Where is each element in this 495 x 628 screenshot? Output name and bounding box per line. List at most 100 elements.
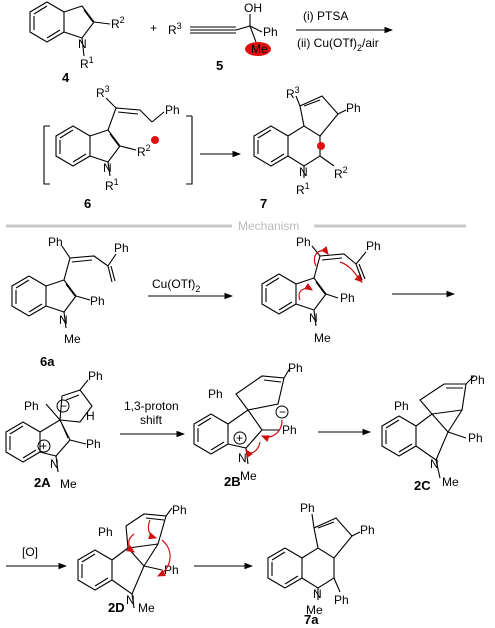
plus-sign: + xyxy=(150,21,157,35)
ph-label-2A-3: Ph xyxy=(86,437,101,451)
ph-label-7a-1: Ph xyxy=(300,501,315,515)
ph-label-2C-3: Ph xyxy=(468,431,483,445)
h-label-2A: H xyxy=(86,409,95,423)
reaction-arrow-1: (i) PTSA (ii) Cu(OTf)2/air xyxy=(296,9,394,53)
r2-label: R2 xyxy=(111,15,125,31)
ring-fusion-dot xyxy=(317,142,325,150)
mechanism-divider: Mechanism xyxy=(6,219,466,233)
me-label-2B: Me xyxy=(240,469,257,483)
ph-label-2A-1: Ph xyxy=(88,369,103,383)
minus-2B: − xyxy=(279,405,286,419)
curved-arrow-2D-3 xyxy=(147,519,158,540)
ph-label-6a-1: Ph xyxy=(48,235,63,249)
oh-label: OH xyxy=(244,1,262,15)
ph-label-6: Ph xyxy=(165,103,180,117)
me-label-6a: Me xyxy=(64,332,81,346)
product-7a: Ph Ph Ph N Me 7a xyxy=(267,501,375,627)
curved-arrow-2D-2 xyxy=(156,539,171,577)
minus-2A: − xyxy=(60,399,67,413)
curved-arrow-1 xyxy=(313,246,329,267)
oxidation-arrow: [O] xyxy=(6,545,68,570)
r1-label-7: R1 xyxy=(296,181,310,197)
curved-arrow-2 xyxy=(339,261,363,283)
proton-shift-text-2: shift xyxy=(140,413,163,427)
me-label-7a: Me xyxy=(306,603,323,617)
proton-shift-text-1: 1,3-proton xyxy=(124,399,179,413)
n-label-2C: N xyxy=(430,457,439,471)
ph-label-2C-1: Ph xyxy=(470,373,485,387)
curved-arrow-2B-2 xyxy=(245,441,261,458)
step-i-text: (i) PTSA xyxy=(303,9,348,23)
ph-label-7: Ph xyxy=(346,101,361,115)
activated-6a: Ph Ph Ph N Me xyxy=(261,235,381,345)
compound-2D-label: 2D xyxy=(108,600,125,615)
ph-label-7a-2: Ph xyxy=(360,523,375,537)
r2-label-6: R2 xyxy=(137,143,151,159)
compound-7a-label: 7a xyxy=(304,612,319,627)
compound-6-label: 6 xyxy=(84,196,91,211)
n-label-2B: N xyxy=(238,451,247,465)
n-label-6a: N xyxy=(59,313,68,327)
plus-2B: + xyxy=(236,431,243,445)
product-7: R3 Ph R2 N R1 7 xyxy=(253,85,361,211)
n-label-act: N xyxy=(309,311,318,325)
compound-7-label: 7 xyxy=(260,196,267,211)
intermediate-2C: Ph Ph Ph N Me 2C xyxy=(381,373,485,493)
r3-label: R3 xyxy=(168,21,182,37)
n-label-2D: N xyxy=(126,593,135,607)
ph-label-act-3: Ph xyxy=(340,291,355,305)
r2-label-7: R2 xyxy=(334,165,348,181)
ph-label: Ph xyxy=(263,25,278,39)
ph-label-2B-2: Ph xyxy=(208,387,223,401)
n-label: N xyxy=(78,37,87,51)
reactive-carbon-dot xyxy=(151,136,159,144)
ph-label-act-1: Ph xyxy=(296,235,311,249)
curved-arrow-3 xyxy=(298,283,313,301)
n-label-7: N xyxy=(299,165,308,179)
ph-label-7a-3: Ph xyxy=(334,593,349,607)
compound-2B-label: 2B xyxy=(224,474,241,489)
me-label-2C: Me xyxy=(442,475,459,489)
oxidant-text: [O] xyxy=(22,545,38,559)
compound-6a-label: 6a xyxy=(40,354,55,369)
compound-2A-label: 2A xyxy=(34,475,51,490)
cu-arrow: Cu(OTf)2 xyxy=(148,277,234,300)
me-label-2A: Me xyxy=(60,477,77,491)
me-label-act: Me xyxy=(314,331,331,345)
compound-4-label: 4 xyxy=(62,70,70,85)
intermediate-2A: − Ph Ph Ph H + N Me 2A xyxy=(5,369,103,491)
curved-arrow-2D-1 xyxy=(126,533,135,553)
n-label-6: N xyxy=(103,161,112,175)
me-label: Me xyxy=(251,42,268,56)
r3-label-7: R3 xyxy=(286,85,300,101)
ph-label-act-2: Ph xyxy=(366,239,381,253)
ph-label-2D-1: Ph xyxy=(172,503,187,517)
intermediate-2D: Ph Ph Ph N Me 2D xyxy=(77,503,187,615)
step-ii-text: (ii) Cu(OTf)2/air xyxy=(297,36,379,53)
mechanism-heading: Mechanism xyxy=(238,219,299,233)
compound-5-label: 5 xyxy=(216,58,223,73)
propargyl-alcohol-5: R3 OH Ph Me 5 xyxy=(168,1,278,73)
compound-6a: Ph Ph Ph N Me 6a xyxy=(11,235,129,369)
r1-label: R1 xyxy=(80,55,94,71)
ph-label-2B-1: Ph xyxy=(288,361,303,375)
ph-label-6a-3: Ph xyxy=(90,294,105,308)
n-label-7a: N xyxy=(313,587,322,601)
ph-label-2B-3: Ph xyxy=(282,423,297,437)
intermediate-6: R3 Ph R2 N R1 6 xyxy=(43,84,193,211)
plus-2A: + xyxy=(40,439,47,453)
n-label-2A: N xyxy=(50,457,59,471)
methyl-highlight xyxy=(245,42,271,56)
proton-shift-arrow: 1,3-proton shift xyxy=(120,399,186,438)
ph-label-2D-2: Ph xyxy=(98,525,113,539)
curved-arrow-2B-1 xyxy=(260,419,283,443)
ph-label-2A-2: Ph xyxy=(24,399,39,413)
ph-label-2C-2: Ph xyxy=(394,399,409,413)
me-label-2D: Me xyxy=(138,601,155,615)
indole-4: R2 N R1 4 xyxy=(29,1,125,85)
intermediate-2B: Ph Ph Ph − + N Me 2B xyxy=(193,361,303,489)
cu-reagent-text: Cu(OTf)2 xyxy=(152,277,200,294)
r3-label-6: R3 xyxy=(96,84,110,100)
ph-label-6a-2: Ph xyxy=(114,241,129,255)
